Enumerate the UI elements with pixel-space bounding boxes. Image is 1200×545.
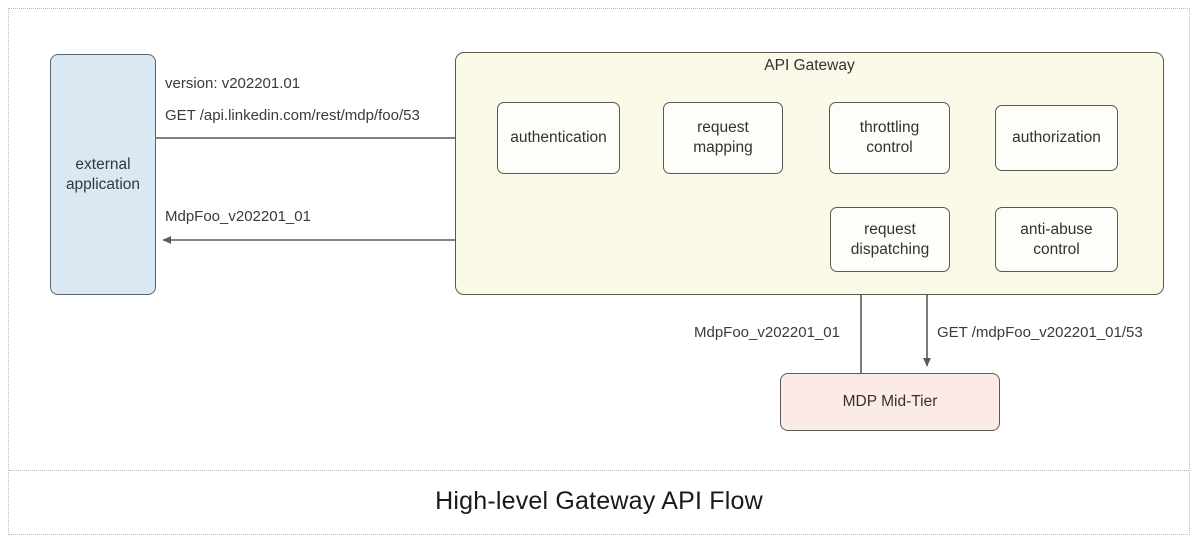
edge-label-response: MdpFoo_v202201_01 [165, 208, 311, 225]
caption-divider [9, 470, 1189, 471]
edge-label-version: version: v202201.01 [165, 75, 301, 92]
stage-authorization: authorization [995, 105, 1118, 171]
edge-label-midtier-response: MdpFoo_v202201_01 [694, 324, 840, 341]
api-gateway-title: API Gateway [764, 57, 855, 74]
mdp-mid-tier-node: MDP Mid-Tier [780, 373, 1000, 431]
stage-request-dispatching: request dispatching [830, 207, 950, 272]
stage-authentication: authentication [497, 102, 620, 174]
edge-label-request: GET /api.linkedin.com/rest/mdp/foo/53 [165, 107, 420, 124]
diagram-caption: High-level Gateway API Flow [435, 487, 763, 515]
stage-anti-abuse-control: anti-abuse control [995, 207, 1118, 272]
edge-label-midtier-request: GET /mdpFoo_v202201_01/53 [937, 324, 1143, 341]
stage-request-mapping: request mapping [663, 102, 783, 174]
stage-throttling-control: throttling control [829, 102, 950, 174]
external-application-node: external application [50, 54, 156, 295]
